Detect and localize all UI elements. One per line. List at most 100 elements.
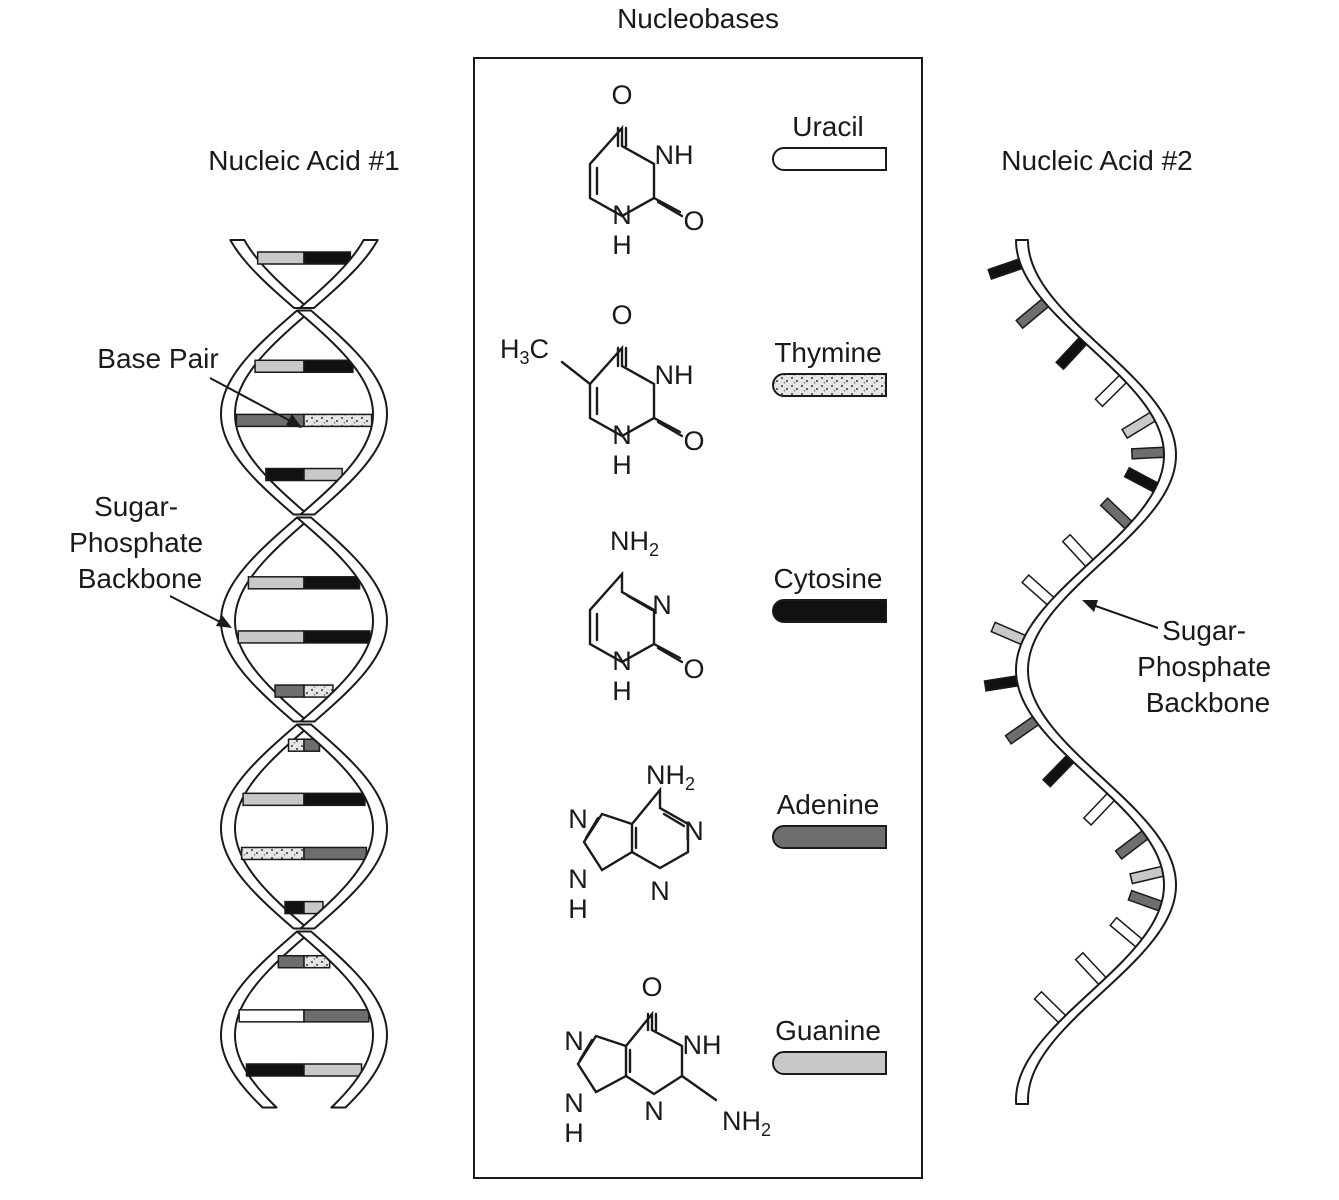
- legend-label-thymine: Thymine: [774, 337, 881, 368]
- thymine-n1: N: [612, 420, 632, 450]
- base-light-gray: [254, 359, 305, 374]
- thymine-structure: O NH O N H H3C: [500, 300, 705, 480]
- legend-swatch-cytosine: [772, 599, 887, 623]
- base-light-gray: [303, 1063, 363, 1077]
- base-black: [303, 792, 366, 807]
- base-black: [303, 630, 371, 644]
- left-backbone-arrowhead: [216, 615, 232, 628]
- cytosine-structure: NH2 N O N H: [588, 526, 705, 706]
- rna-backbone-strand: [1015, 239, 1177, 1105]
- base-black: [245, 1063, 305, 1077]
- backbone-strand-b-segment: [298, 239, 379, 309]
- cytosine-amine: NH2: [610, 526, 659, 560]
- adenine-amine: NH2: [646, 760, 695, 794]
- base-pair-arrow: [209, 377, 297, 425]
- base-black: [265, 467, 305, 482]
- base-pair: [237, 630, 371, 644]
- nucleic-acid-1-double-helix: [220, 239, 388, 1109]
- base-pair: [274, 684, 334, 698]
- base-dark-gray: [303, 846, 368, 861]
- legend-swatch-thymine: [772, 373, 887, 397]
- cytosine-n1: N: [612, 646, 632, 676]
- adenine-n9: N: [568, 864, 588, 894]
- guanine-n9: N: [564, 1088, 584, 1118]
- nucleobases-panel: [473, 57, 923, 1179]
- uracil-o4: O: [611, 80, 632, 110]
- cytosine-n3: N: [652, 590, 672, 620]
- nucleobases-title: Nucleobases: [617, 3, 779, 34]
- base-black: [303, 576, 361, 590]
- base-dark-gray: [277, 954, 305, 969]
- base-black: [303, 359, 354, 374]
- base-pair: [284, 900, 324, 915]
- uracil-o2: O: [683, 206, 704, 236]
- legend-swatch-uracil: [772, 147, 887, 171]
- cytosine-h1: H: [612, 676, 632, 706]
- base-speckled: [303, 413, 373, 428]
- base-pair: [277, 954, 331, 969]
- base-pair: [242, 792, 366, 807]
- base-speckled: [240, 846, 305, 861]
- backbone-strand-a-segment: [296, 723, 388, 930]
- base-black: [303, 251, 352, 265]
- right-backbone-arrowhead: [1082, 600, 1098, 612]
- adenine-structure: NH2 N N N N H: [568, 760, 704, 924]
- base-pair: [235, 413, 373, 428]
- adenine-n7: N: [568, 804, 588, 834]
- base-white: [238, 1009, 305, 1023]
- legend-label-uracil: Uracil: [792, 111, 864, 142]
- legend-label-guanine: Guanine: [775, 1015, 881, 1046]
- base-light-gray: [237, 630, 305, 644]
- thymine-o4: O: [611, 300, 632, 330]
- backbone-strand-a-segment: [296, 309, 388, 516]
- base-pair: [254, 359, 354, 374]
- nucleic-acid-1-title: Nucleic Acid #1: [208, 145, 399, 176]
- base-light-gray: [303, 467, 343, 482]
- base-pair: [238, 1009, 370, 1023]
- guanine-h9: H: [564, 1118, 584, 1148]
- base-speckled: [287, 738, 305, 752]
- base-pair: [240, 846, 368, 861]
- legend-swatch-guanine: [772, 1051, 887, 1075]
- legend-label-adenine: Adenine: [777, 789, 880, 820]
- thymine-n3: NH: [655, 360, 694, 390]
- base-light-gray: [256, 251, 305, 265]
- backbone-strand-a-segment: [220, 930, 312, 1109]
- nucleic-acid-2-single-strand: [983, 239, 1177, 1105]
- base-pair-arrowhead: [286, 414, 302, 428]
- base-pair: [247, 576, 361, 590]
- base-light-gray: [247, 576, 305, 590]
- guanine-n3: N: [644, 1096, 664, 1126]
- uracil-h1: H: [612, 230, 632, 260]
- legend-label-cytosine: Cytosine: [774, 563, 883, 594]
- base-pair-label: Base Pair: [97, 343, 218, 374]
- backbone-strand-a-segment: [229, 239, 310, 309]
- guanine-amine: NH2: [722, 1106, 771, 1140]
- adenine-n3: N: [650, 876, 670, 906]
- base-pair: [265, 467, 343, 482]
- base-black: [284, 900, 305, 915]
- right-backbone-label: Sugar- Phosphate Backbone: [1137, 615, 1279, 718]
- uracil-n3: NH: [655, 140, 694, 170]
- base-dark-gray: [303, 1009, 370, 1023]
- base-pair: [256, 251, 352, 265]
- uracil-structure: O NH O N H: [588, 80, 705, 260]
- guanine-o6: O: [641, 972, 662, 1002]
- base-pair: [287, 738, 321, 752]
- guanine-structure: O NH N NH2 N N H: [564, 972, 771, 1148]
- right-backbone-arrow: [1089, 603, 1159, 629]
- backbone-strand-b-segment: [220, 309, 312, 516]
- cytosine-o2: O: [683, 654, 704, 684]
- nucleic-acid-2-title: Nucleic Acid #2: [1001, 145, 1192, 176]
- left-backbone-label: Sugar- Phosphate Backbone: [69, 491, 211, 594]
- base-dark-gray: [274, 684, 305, 698]
- left-backbone-arrow: [169, 595, 225, 625]
- thymine-h1: H: [612, 450, 632, 480]
- backbone-strand-b-segment: [220, 723, 312, 930]
- guanine-n1: NH: [683, 1030, 722, 1060]
- uracil-n1: N: [612, 200, 632, 230]
- legend-swatch-adenine: [772, 825, 887, 849]
- thymine-o2: O: [683, 426, 704, 456]
